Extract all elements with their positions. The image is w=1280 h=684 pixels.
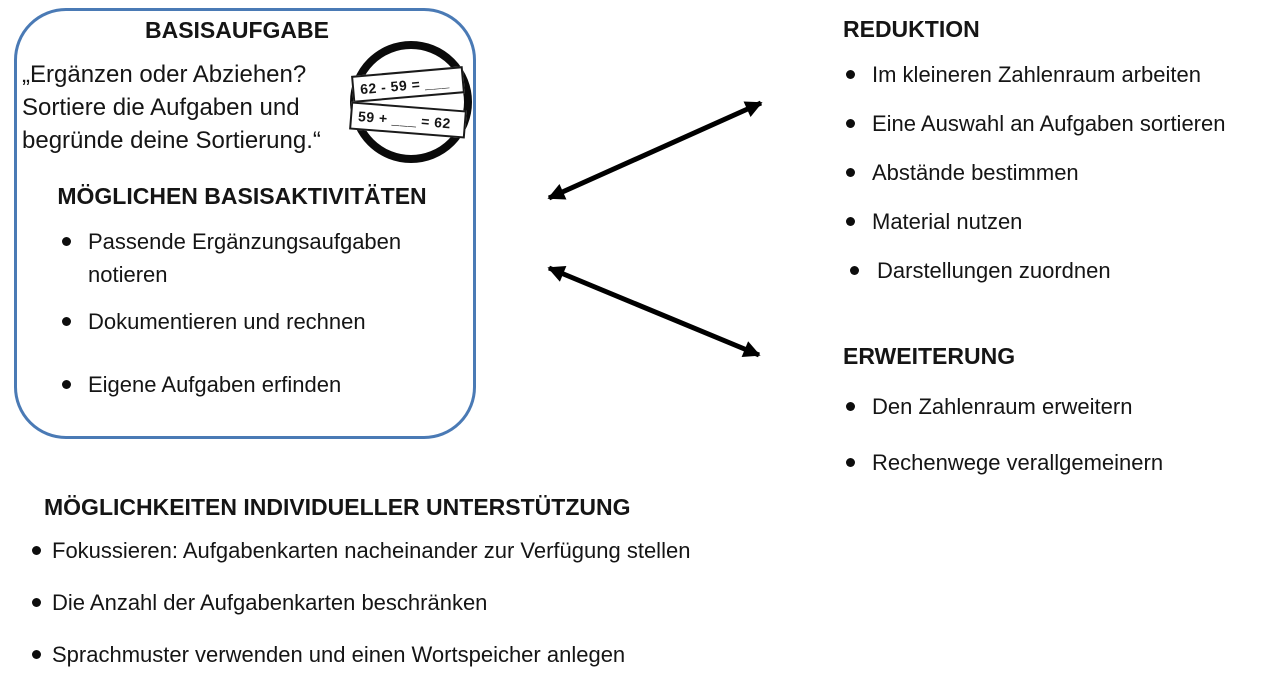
- erweiterung-title: ERWEITERUNG: [843, 343, 1016, 369]
- list-item: Dokumentieren und rechnen: [59, 305, 427, 338]
- list-item: Die Anzahl der Aufgabenkarten beschränke…: [32, 588, 872, 618]
- list-item: Eigene Aufgaben erfinden: [59, 368, 427, 401]
- reduktion-title: REDUKTION: [843, 16, 980, 42]
- quote-line-2: Sortiere die Aufgaben und: [22, 94, 300, 121]
- list-item: Im kleineren Zahlenraum arbeiten: [843, 60, 1273, 90]
- quote-line-1: „Ergänzen oder Abziehen?: [22, 61, 307, 88]
- reduktion-list: Im kleineren Zahlenraum arbeiten Eine Au…: [843, 60, 1273, 286]
- unterstuetzung-section: MÖGLICHKEITEN INDIVIDUELLER UNTERSTÜTZUN…: [32, 494, 872, 684]
- erweiterung-list: Den Zahlenraum erweitern Rechenwege vera…: [843, 392, 1273, 478]
- list-item: Eine Auswahl an Aufgaben sortieren: [843, 109, 1273, 139]
- list-item: Den Zahlenraum erweitern: [843, 392, 1273, 422]
- list-item: Sprachmuster verwenden und einen Wortspe…: [32, 640, 872, 670]
- basisaktivitaeten-list: Passende Ergänzungsaufgaben notieren Dok…: [59, 225, 427, 401]
- list-item: Darstellungen zuordnen: [843, 256, 1273, 286]
- arrow-to-erweiterung: [547, 265, 761, 358]
- quote-line-3: begründe deine Sortierung.“: [22, 127, 321, 154]
- reduktion-section: REDUKTION Im kleineren Zahlenraum arbeit…: [843, 14, 1273, 305]
- basisaufgabe-quote: „Ergänzen oder Abziehen? Sortiere die Au…: [22, 58, 321, 157]
- unterstuetzung-title: MÖGLICHKEITEN INDIVIDUELLER UNTERSTÜTZUN…: [44, 494, 631, 520]
- basisaufgabe-title: BASISAUFGABE: [144, 17, 329, 43]
- erweiterung-section: ERWEITERUNG Den Zahlenraum erweitern Rec…: [843, 343, 1273, 504]
- list-item: Material nutzen: [843, 207, 1273, 237]
- basisaktivitaeten-title: MÖGLICHEN BASISAKTIVITÄTEN: [57, 183, 427, 209]
- list-item: Fokussieren: Aufgabenkarten nacheinander…: [32, 536, 872, 566]
- basisaufgabe-box: BASISAUFGABE „Ergänzen oder Abziehen? So…: [14, 8, 476, 439]
- unterstuetzung-list: Fokussieren: Aufgabenkarten nacheinander…: [32, 536, 872, 670]
- list-item: Abstände bestimmen: [843, 158, 1273, 188]
- arrow-to-reduktion: [547, 100, 763, 201]
- list-item: Rechenwege verallgemeinern: [843, 448, 1273, 478]
- list-item: Passende Ergänzungsaufgaben notieren: [59, 225, 427, 291]
